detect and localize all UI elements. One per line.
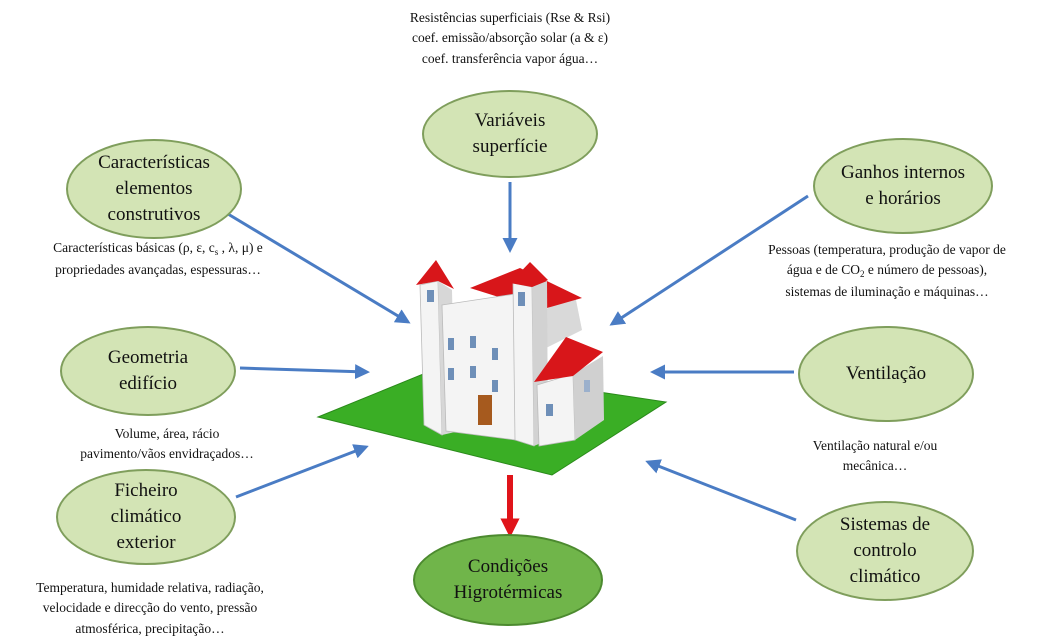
node-climate-file: Ficheiro climático exterior (56, 469, 236, 565)
arrow-climate-control (645, 459, 797, 522)
desc-internal-gains-part2: e número de pessoas), sistemas de ilumin… (785, 262, 989, 299)
node-internal-gains: Ganhos internos e horários (813, 138, 993, 234)
desc-construction-part1: Características básicas (ρ, ε, c (53, 240, 215, 255)
node-hygrothermal-conditions: Condições Higrotérmicas (413, 534, 603, 626)
node-ventilation: Ventilação (798, 326, 974, 422)
desc-internal-gains-part1: Pessoas (temperatura, produção de vapor … (768, 242, 1006, 278)
building-illustration (316, 260, 668, 476)
node-building-geometry: Geometria edifício (60, 326, 236, 416)
node-climate-control-label: Sistemas de controlo climático (839, 513, 931, 588)
node-hygrothermal-conditions-label: Condições Higrotérmicas (453, 555, 563, 603)
node-climate-file-label: Ficheiro climático exterior (110, 479, 182, 554)
desc-construction-subscript: s (214, 247, 219, 257)
arrow-geometry (239, 364, 370, 380)
desc-construction-elements: Características básicas (ρ, ε, cs , λ, μ… (8, 238, 308, 280)
desc-ventilation: Ventilação natural e/ou mecânica… (812, 438, 938, 474)
node-ventilation-label: Ventilação (845, 362, 927, 384)
desc-internal-gains-subscript: 2 (860, 269, 865, 280)
desc-construction-part2: , λ, μ) e propriedades avançadas, espess… (55, 240, 263, 277)
node-construction-elements: Características elementos construtivos (66, 139, 242, 239)
node-surface-variables-label: Variáveis superfície (472, 109, 548, 157)
desc-surface-variables: Resistências superficiais (Rse & Rsi) co… (409, 10, 611, 66)
arrow-climate-file (235, 444, 369, 499)
node-construction-elements-label: Características elementos construtivos (98, 151, 210, 226)
node-internal-gains-label: Ganhos internos e horários (840, 161, 965, 209)
node-surface-variables: Variáveis superfície (422, 90, 598, 178)
node-building-geometry-label: Geometria edifício (107, 346, 189, 394)
arrow-internal-gains (609, 194, 809, 326)
desc-internal-gains: Pessoas (temperatura, produção de vapor … (727, 240, 1047, 302)
desc-building-geometry: Volume, área, rácio pavimento/vãos envid… (80, 426, 254, 462)
arrow-construction (227, 212, 411, 324)
node-climate-control: Sistemas de controlo climático (796, 501, 974, 601)
